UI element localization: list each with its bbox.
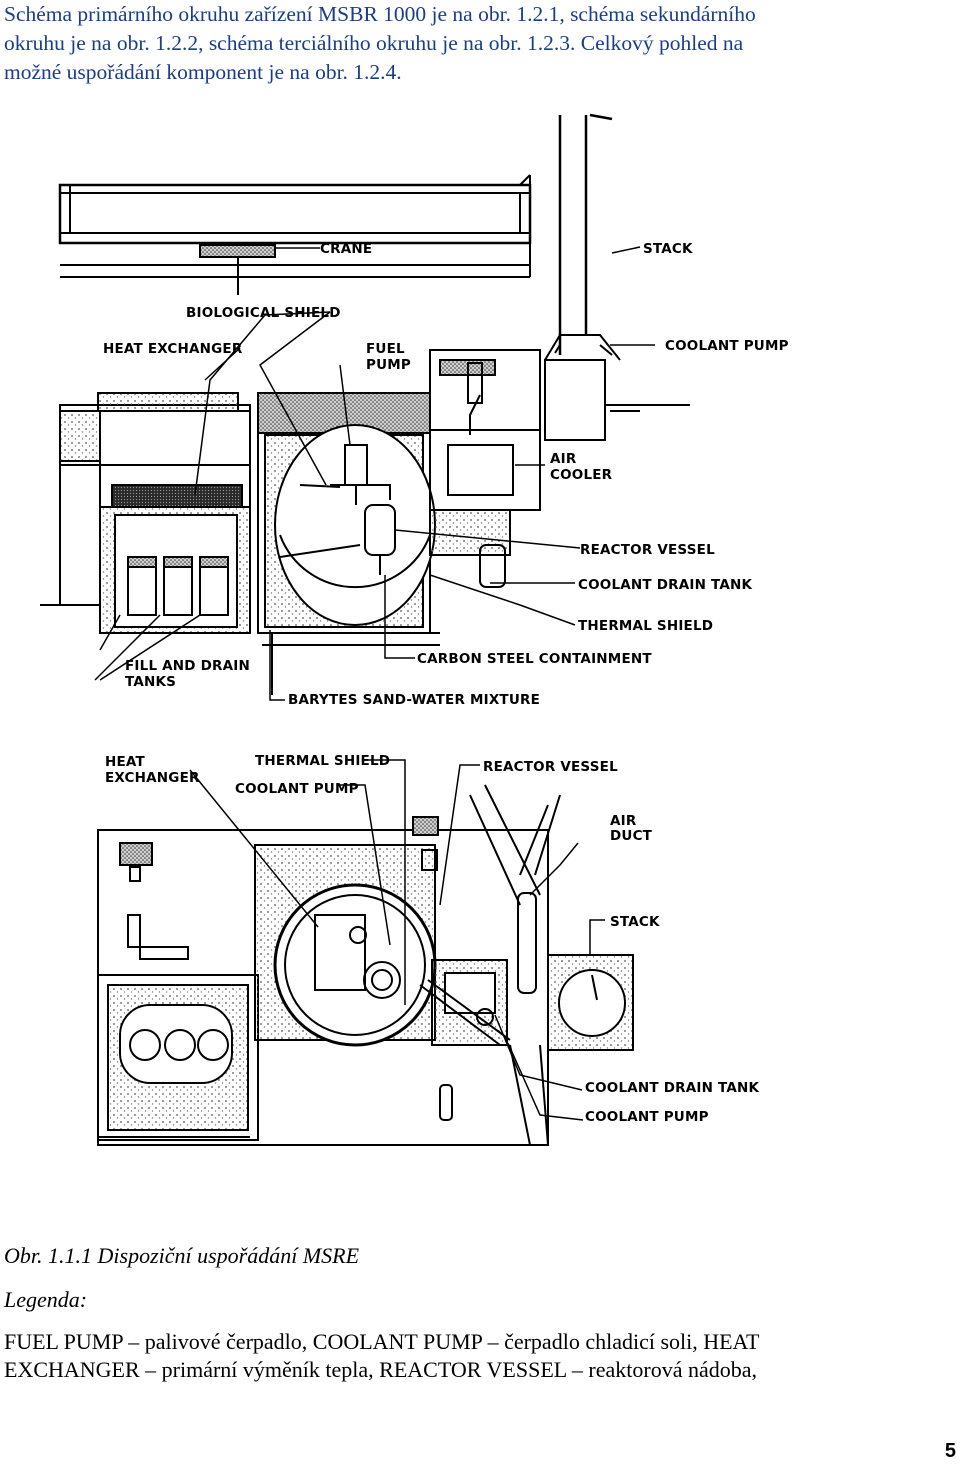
page-number: 5 <box>944 1440 956 1462</box>
label-fuel-pump-1: FUEL <box>366 341 405 357</box>
label-air-cooler-1: AIR <box>550 451 577 467</box>
label-crane: CRANE <box>320 241 372 257</box>
label-barytes: BARYTES SAND-WATER MIXTURE <box>288 692 540 708</box>
intro-paragraph: Schéma primárního okruhu zařízení MSBR 1… <box>4 0 954 87</box>
label-plan-air-duct-1: AIR <box>610 813 637 829</box>
label-air-cooler-2: COOLER <box>550 467 613 483</box>
label-carbon-steel: CARBON STEEL CONTAINMENT <box>417 651 652 667</box>
label-plan-coolant-pump-bottom: COOLANT PUMP <box>585 1109 709 1125</box>
intro-line: Schéma primárního okruhu zařízení MSBR 1… <box>4 2 756 26</box>
legend-title: Legenda: <box>4 1287 88 1312</box>
section-view <box>40 113 690 695</box>
label-stack: STACK <box>643 241 693 257</box>
label-plan-coolant-drain-tank: COOLANT DRAIN TANK <box>585 1080 759 1096</box>
plan-labels: HEAT EXCHANGER THERMAL SHIELD COOLANT PU… <box>105 753 759 1125</box>
label-plan-reactor-vessel: REACTOR VESSEL <box>483 759 618 775</box>
intro-line: možné uspořádání komponent je na obr. 1.… <box>4 60 402 84</box>
legend-line: EXCHANGER – primární výměník tepla, REAC… <box>4 1357 757 1382</box>
label-thermal-shield: THERMAL SHIELD <box>578 618 713 634</box>
label-coolant-pump: COOLANT PUMP <box>665 338 789 354</box>
plan-leaders <box>189 759 605 1121</box>
label-plan-heat-exchanger-2: EXCHANGER <box>105 770 200 786</box>
label-fuel-pump-2: PUMP <box>366 357 411 373</box>
legend-line: FUEL PUMP – palivové čerpadlo, COOLANT P… <box>4 1329 760 1354</box>
label-fill-drain-1: FILL AND DRAIN <box>125 658 250 674</box>
intro-line: okruhu je na obr. 1.2.2, schéma terciáln… <box>4 31 744 55</box>
label-plan-stack: STACK <box>610 914 660 930</box>
section-leaders <box>94 246 655 701</box>
msre-layout-drawing: CRANE STACK BIOLOGICAL SHIELD HEAT EXCHA… <box>40 113 789 1146</box>
label-plan-heat-exchanger-1: HEAT <box>105 754 146 770</box>
label-coolant-drain-tank: COOLANT DRAIN TANK <box>578 577 752 593</box>
label-plan-coolant-pump-top: COOLANT PUMP <box>235 781 359 797</box>
plan-view <box>97 784 634 1146</box>
legend-text: FUEL PUMP – palivové čerpadlo, COOLANT P… <box>4 1328 958 1384</box>
label-heat-exchanger: HEAT EXCHANGER <box>103 341 243 357</box>
msre-layout-figure: CRANE STACK BIOLOGICAL SHIELD HEAT EXCHA… <box>0 105 960 1240</box>
label-fill-drain-2: TANKS <box>125 674 176 690</box>
section-labels: CRANE STACK BIOLOGICAL SHIELD HEAT EXCHA… <box>103 241 789 708</box>
label-plan-air-duct-2: DUCT <box>610 828 653 844</box>
fill-drain-tanks <box>127 556 229 616</box>
label-reactor-vessel: REACTOR VESSEL <box>580 542 715 558</box>
label-biological-shield: BIOLOGICAL SHIELD <box>186 305 341 321</box>
figure-caption: Obr. 1.1.1 Dispoziční uspořádání MSRE <box>4 1243 360 1268</box>
label-plan-thermal-shield: THERMAL SHIELD <box>255 753 390 769</box>
